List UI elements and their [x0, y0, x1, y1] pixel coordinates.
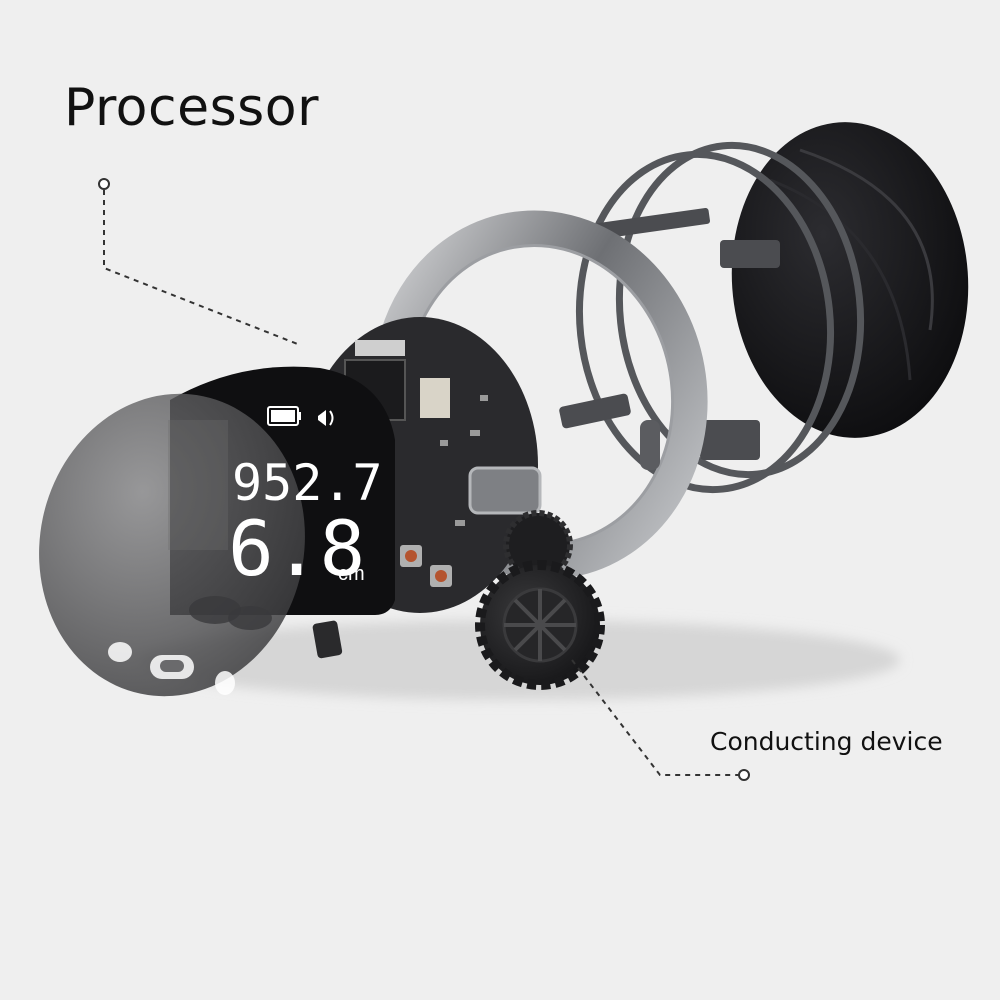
- speaker-icon: [318, 410, 326, 426]
- conducting-leader-dot: [738, 769, 750, 781]
- display-reading-main: 6.8: [228, 504, 365, 593]
- conducting-leader-line: [571, 659, 740, 776]
- conducting-device-label: Conducting device: [710, 727, 943, 756]
- conducting-gear-wheel: [475, 510, 605, 690]
- front-lens: [39, 393, 343, 697]
- processor-leader-dot: [98, 178, 110, 190]
- display-reading-top: 952.7: [232, 454, 383, 512]
- display-unit: cm: [338, 563, 365, 585]
- processor-leader-line: [103, 190, 301, 346]
- leader-lines: [103, 190, 740, 776]
- processor-label: Processor: [64, 78, 319, 138]
- clip-rings: [575, 141, 865, 494]
- back-cover: [731, 122, 969, 438]
